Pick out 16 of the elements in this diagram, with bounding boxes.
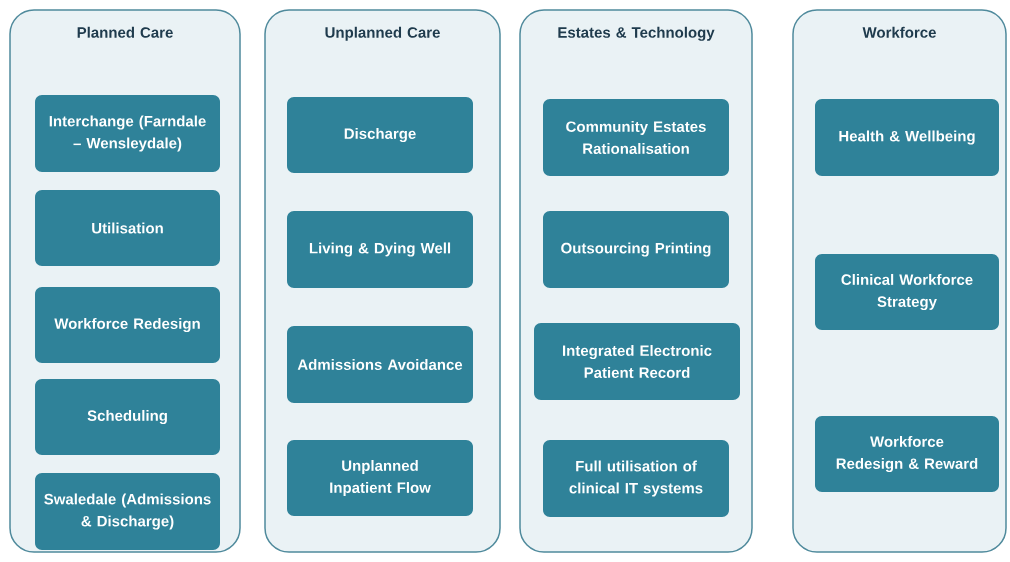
initiative-box: Scheduling	[35, 379, 220, 455]
initiative-box: Unplanned Inpatient Flow	[287, 440, 473, 516]
initiative-box: Workforce Redesign	[35, 287, 220, 363]
initiative-box: Clinical Workforce Strategy	[815, 254, 999, 330]
initiative-box: Interchange (Farndale – Wensleydale)	[35, 95, 220, 172]
initiative-box: Community Estates Rationalisation	[543, 99, 729, 176]
initiative-box: Outsourcing Printing	[543, 211, 729, 288]
initiative-box: Integrated Electronic Patient Record	[534, 323, 740, 400]
initiative-box: Utilisation	[35, 190, 220, 266]
initiative-box: Admissions Avoidance	[287, 326, 473, 403]
initiative-box: Full utilisation of clinical IT systems	[543, 440, 729, 517]
initiative-box: Living & Dying Well	[287, 211, 473, 288]
initiative-box: Swaledale (Admissions & Discharge)	[35, 473, 220, 550]
initiative-box: Discharge	[287, 97, 473, 173]
initiative-box: Health & Wellbeing	[815, 99, 999, 176]
initiative-box: Workforce Redesign & Reward	[815, 416, 999, 492]
